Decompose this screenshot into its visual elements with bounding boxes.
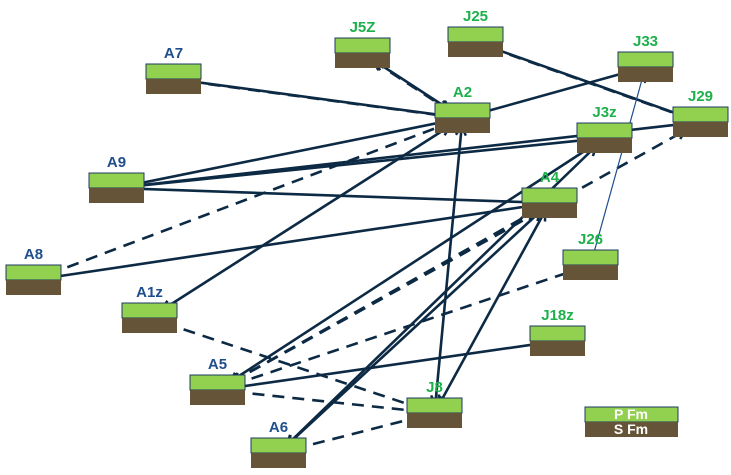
primary-formation-layer — [672, 106, 729, 123]
node-j3z: J3z — [576, 104, 633, 153]
primary-formation-layer — [145, 63, 202, 80]
node-j8: J8 — [406, 379, 463, 428]
primary-formation-layer — [434, 102, 491, 119]
edge-j8-a4 — [439, 211, 545, 405]
node-a6: A6 — [250, 419, 307, 468]
secondary-formation-layer — [6, 280, 61, 295]
secondary-formation-layer — [530, 341, 585, 356]
secondary-formation-layer — [522, 203, 577, 218]
edge-a8-a4 — [49, 205, 535, 277]
edge-a5-j8-dashed — [233, 392, 420, 412]
primary-formation-layer — [334, 37, 391, 54]
primary-formation-layer — [562, 249, 619, 266]
legend-secondary-swatch — [585, 422, 678, 437]
node-label: J26 — [578, 231, 603, 248]
node-label: A4 — [540, 169, 560, 186]
edge-a2-j8 — [435, 126, 461, 405]
node-label: J5Z — [350, 19, 376, 36]
edge-a7-a2-dashed — [189, 81, 448, 116]
node-a7: A7 — [145, 45, 202, 94]
node-j33: J33 — [617, 33, 674, 82]
primary-formation-layer — [406, 397, 463, 414]
primary-formation-layer — [529, 325, 586, 342]
secondary-formation-layer — [407, 413, 462, 428]
node-label: A2 — [453, 84, 472, 101]
node-label: A6 — [269, 419, 288, 436]
secondary-formation-layer — [448, 42, 503, 57]
primary-formation-layer — [250, 437, 307, 454]
node-label: J29 — [688, 88, 713, 105]
secondary-formation-layer — [577, 138, 632, 153]
edge-a6-j8-dashed — [294, 417, 420, 449]
edge-a2-j33 — [478, 71, 631, 114]
secondary-formation-layer — [435, 118, 490, 133]
secondary-formation-layer — [335, 53, 390, 68]
node-j5z: J5Z — [334, 19, 391, 68]
primary-formation-layer — [617, 51, 674, 68]
node-a9: A9 — [88, 154, 145, 203]
edge-j5z-a2-dashed — [374, 61, 448, 110]
primary-formation-layer — [5, 264, 62, 281]
node-j26: J26 — [562, 231, 619, 280]
edge-j26-j33 — [592, 75, 643, 257]
edges-layer — [49, 47, 686, 449]
secondary-formation-layer — [251, 453, 306, 468]
primary-formation-layer — [447, 26, 504, 43]
node-j25: J25 — [447, 8, 504, 57]
legend: P Fm S Fm — [584, 406, 679, 437]
node-a2: A2 — [434, 84, 491, 133]
node-a1z: A1z — [121, 284, 178, 333]
node-label: J18z — [541, 307, 574, 324]
secondary-formation-layer — [146, 79, 201, 94]
legend-primary-label: P Fm — [614, 406, 648, 422]
node-label: A8 — [24, 246, 43, 263]
edge-a9-a2 — [132, 121, 448, 185]
secondary-formation-layer — [563, 265, 618, 280]
node-a5: A5 — [189, 356, 246, 405]
secondary-formation-layer — [618, 67, 673, 82]
node-label: J8 — [426, 379, 443, 396]
secondary-formation-layer — [673, 122, 728, 137]
node-label: A5 — [208, 356, 227, 373]
legend-secondary-label: S Fm — [614, 421, 648, 437]
secondary-formation-layer — [190, 390, 245, 405]
node-a4: A4 — [521, 169, 578, 218]
secondary-formation-layer — [122, 318, 177, 333]
primary-formation-layer — [88, 172, 145, 189]
primary-formation-layer — [121, 302, 178, 319]
primary-formation-layer — [189, 374, 246, 391]
node-label: J3z — [592, 104, 616, 121]
node-label: A1z — [136, 284, 163, 301]
primary-formation-layer — [521, 187, 578, 204]
node-a8: A8 — [5, 246, 62, 295]
node-j29: J29 — [672, 88, 729, 137]
node-label: J25 — [463, 8, 488, 25]
node-label: A9 — [107, 154, 126, 171]
secondary-formation-layer — [89, 188, 144, 203]
node-label: J33 — [633, 33, 658, 50]
primary-formation-layer — [576, 122, 633, 139]
edge-a5-j26-dashed — [233, 270, 576, 385]
node-label: A7 — [164, 45, 183, 62]
node-j18z: J18z — [529, 307, 586, 356]
